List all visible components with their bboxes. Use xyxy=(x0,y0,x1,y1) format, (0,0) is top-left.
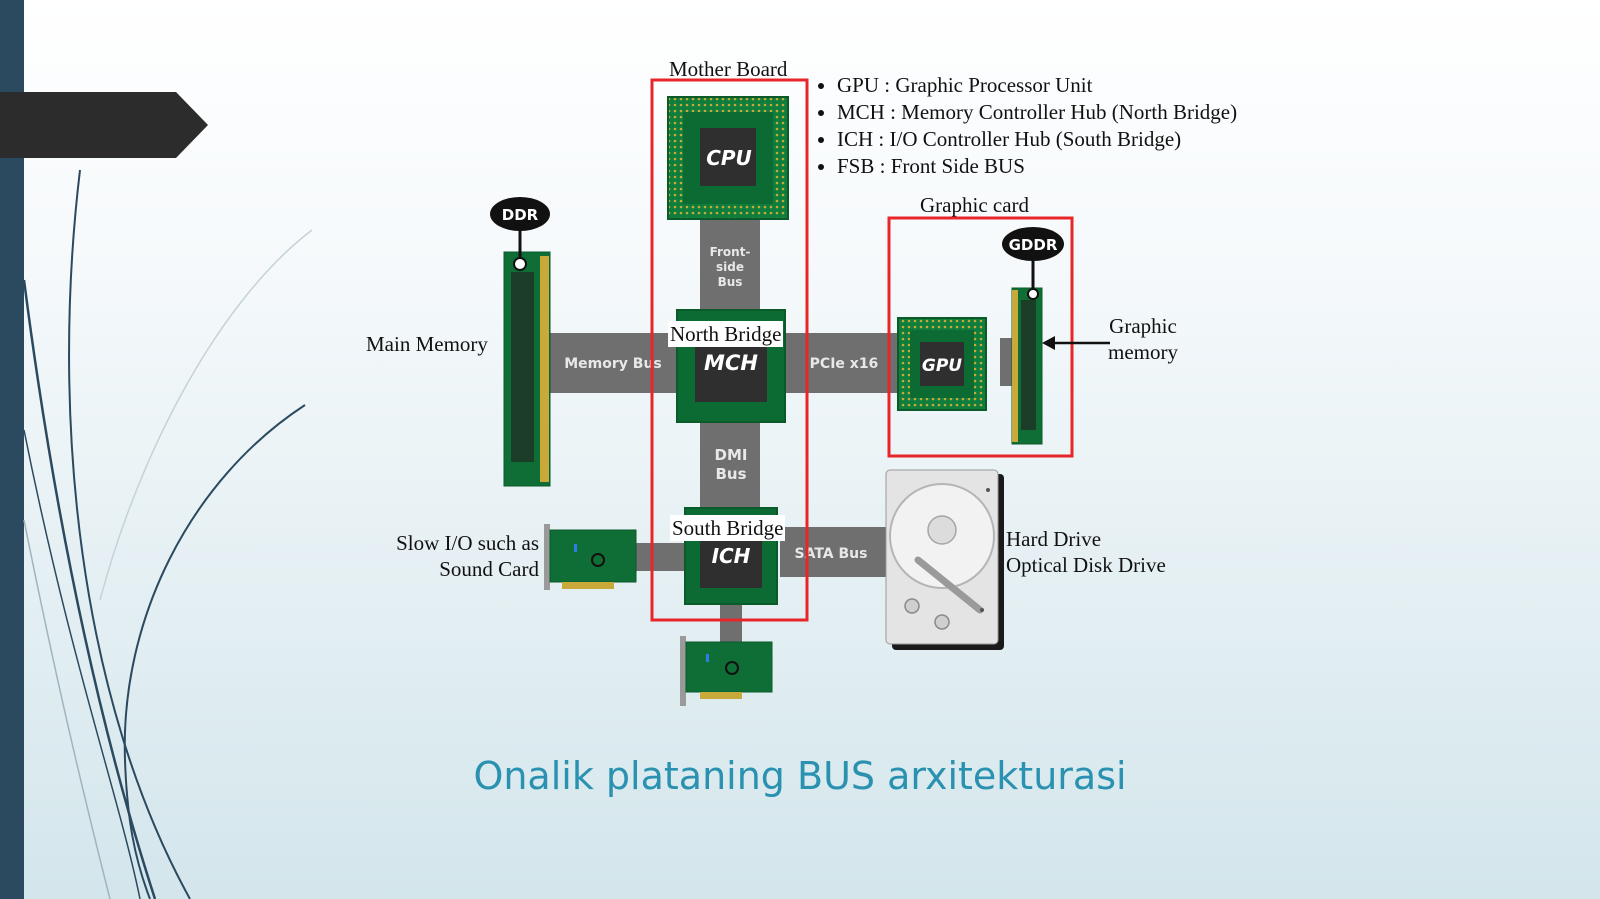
mch-label: MCH xyxy=(704,351,758,375)
ddr-memory-module: DDR xyxy=(490,197,551,487)
graphic-memory-line2: memory xyxy=(1108,340,1178,365)
legend-item-ich: ICH : I/O Controller Hub (South Bridge) xyxy=(837,126,1237,153)
graphic-memory-label: Graphic memory xyxy=(1108,313,1178,366)
hard-drive xyxy=(885,469,1004,650)
gddr-label: GDDR xyxy=(1009,236,1058,254)
graphic-card-box xyxy=(887,216,1074,458)
north-bridge-label: North Bridge xyxy=(668,321,784,348)
cpu-label: CPU xyxy=(706,146,752,170)
cpu-chip: CPU xyxy=(667,96,789,220)
memory-bus-label: Memory Bus xyxy=(564,356,662,372)
gddr-memory-module: GDDR xyxy=(1002,227,1064,445)
abbreviation-legend: GPU : Graphic Processor Unit MCH : Memor… xyxy=(813,72,1237,180)
ddr-label: DDR xyxy=(502,206,539,224)
mother-board-box xyxy=(650,78,809,622)
slide-arrow-tab xyxy=(0,92,208,158)
sata-bus xyxy=(780,527,892,577)
graphic-memory-line1: Graphic xyxy=(1109,314,1177,338)
gpu-chip: GPU xyxy=(897,317,987,411)
optical-drive-label: Optical Disk Drive xyxy=(1006,553,1166,578)
south-bridge-label: South Bridge xyxy=(670,515,786,542)
legend-item-fsb: FSB : Front Side BUS xyxy=(837,153,1237,180)
fsb-label-line2: side xyxy=(716,260,744,274)
graphic-card-label: Graphic card xyxy=(920,193,1030,217)
slow-io-line2: Sound Card xyxy=(439,557,539,582)
expansion-card xyxy=(680,636,773,706)
fsb-label-line1: Front- xyxy=(710,245,751,259)
fsb-bus xyxy=(700,214,760,314)
pcie-bus xyxy=(782,333,900,393)
dmi-label-line1: DMI xyxy=(715,446,748,464)
pcie-bus-to-memory xyxy=(1000,338,1015,386)
sound-card xyxy=(544,524,637,590)
io-bus xyxy=(635,543,690,571)
dmi-bus xyxy=(700,420,760,510)
slide-title: Onalik plataning BUS arxitekturasi xyxy=(473,754,1127,798)
ich-label: ICH xyxy=(712,544,751,568)
fsb-label-line3: Bus xyxy=(718,275,743,289)
memory-bus xyxy=(550,333,680,393)
hard-drive-label: Hard Drive xyxy=(1006,527,1102,551)
gpu-label: GPU xyxy=(922,356,962,376)
storage-label: Hard Drive Optical Disk Drive xyxy=(1006,526,1166,579)
mother-board-label: Mother Board xyxy=(669,57,788,81)
legend-item-gpu: GPU : Graphic Processor Unit xyxy=(837,72,1237,99)
main-memory-label: Main Memory xyxy=(366,332,488,356)
dmi-label-line2: Bus xyxy=(715,465,746,483)
slow-io-line1: Slow I/O such as xyxy=(396,531,539,555)
sata-bus-label: SATA Bus xyxy=(795,546,868,562)
graphic-memory-arrow xyxy=(1042,336,1110,350)
slow-io-label: Slow I/O such as Sound Card xyxy=(384,530,539,583)
pcie-bus-label: PCIe x16 xyxy=(810,356,879,372)
legend-item-mch: MCH : Memory Controller Hub (North Bridg… xyxy=(837,99,1237,126)
